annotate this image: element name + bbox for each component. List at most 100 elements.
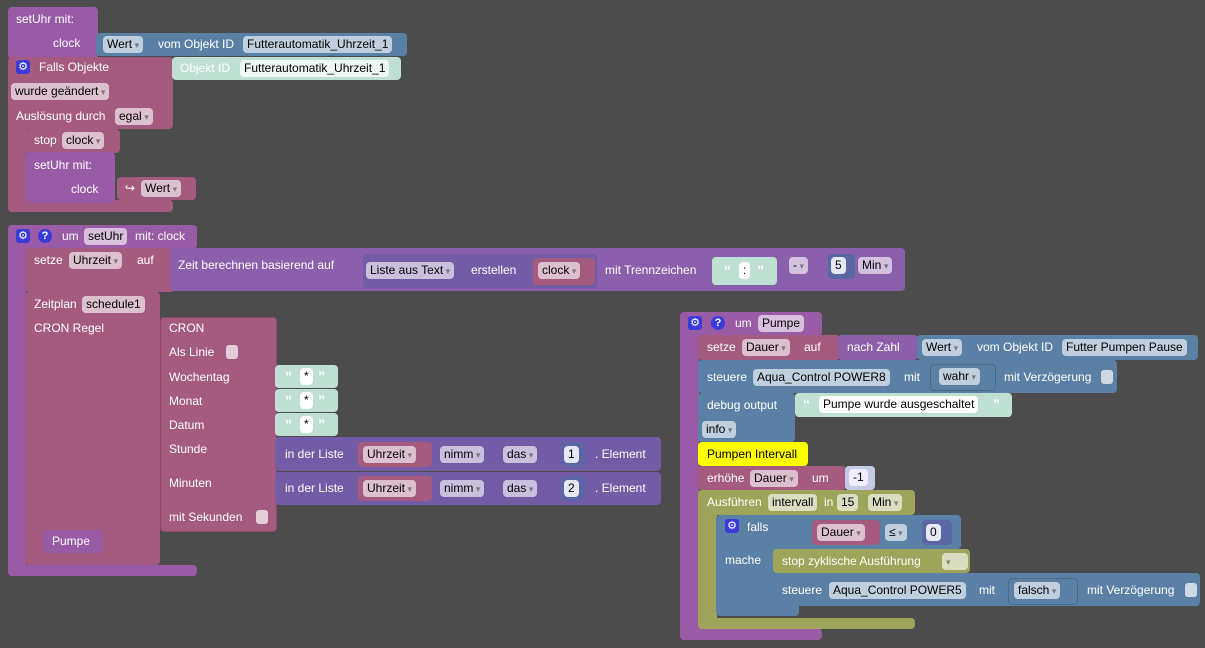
das-dropdown[interactable]: das [503,446,538,463]
trigger-source-dropdown[interactable]: egal [115,108,153,125]
um-label: um [735,316,752,330]
mit-sekunden-label: mit Sekunden [169,510,243,524]
param-label: clock [71,182,99,196]
mit-label: mit [904,370,920,384]
delay-label: mit Verzögerung [1004,370,1092,384]
index-field[interactable]: 1 [564,446,579,463]
function-arm [680,325,699,640]
message-field[interactable]: Pumpe wurde ausgeschaltet [819,396,979,413]
step-field[interactable]: -1 [849,469,868,486]
interval-dropdown[interactable] [942,553,968,570]
stop-cyclic-block[interactable] [773,549,970,573]
interval-value-field[interactable]: 15 [837,494,859,511]
datum-label: Datum [169,418,205,432]
stunde-label: Stunde [169,442,208,456]
variable-dropdown[interactable]: Dauer [742,339,790,356]
gear-icon[interactable]: ⚙ [16,60,30,74]
value-dropdown[interactable]: Wert [141,180,182,197]
monat-field[interactable]: * [300,392,313,409]
interval-arm [698,505,717,628]
das-dropdown[interactable]: das [503,480,538,497]
log-level-dropdown[interactable]: info [702,421,737,438]
object-id-field[interactable]: Futterautomatik_Uhrzeit_1 [240,60,390,77]
help-icon[interactable]: ? [38,229,52,243]
delay-checkbox[interactable] [1185,583,1197,597]
gear-icon[interactable]: ⚙ [16,229,30,243]
compare-value-field[interactable]: 0 [926,524,941,541]
boolean-dropdown[interactable]: falsch [1014,582,1061,599]
function-name-field[interactable]: Pumpe [758,315,805,332]
variable-dropdown[interactable]: Dauer [750,470,798,487]
auf-label: auf [804,340,821,354]
delay-checkbox[interactable] [1101,370,1113,384]
in-der-liste-label: in der Liste [285,481,344,495]
interval-name-field[interactable]: intervall [768,494,818,511]
setze-label: setze [707,340,736,354]
comment-block[interactable] [698,442,808,466]
nimm-dropdown[interactable]: nimm [440,480,485,497]
separator-field[interactable]: : [739,262,751,279]
help-icon[interactable]: ? [711,316,725,330]
interval-unit-dropdown[interactable]: Min [868,494,903,511]
object-id-field[interactable]: Futterautomatik_Uhrzeit_1 [243,36,393,53]
condition-dropdown[interactable]: wurde geändert [11,83,110,100]
value-dropdown[interactable]: Wert [922,339,963,356]
object-id-label: Objekt ID [180,61,231,75]
steuere-label: steuere [782,583,823,597]
param-label: clock [53,36,81,50]
variable-dropdown[interactable]: Uhrzeit [363,480,417,497]
schedule-name-field[interactable]: schedule1 [82,296,145,313]
separator-label: mit Trennzeichen [605,263,697,277]
schedule-block[interactable] [25,292,160,565]
quote-open-icon: “ [724,262,731,278]
device-field[interactable]: Aqua_Control POWER5 [829,582,966,599]
params-label: mit: clock [135,229,186,243]
auf-label: auf [137,253,154,267]
in-der-liste-label: in der Liste [285,447,344,461]
interval-bottom [698,618,915,629]
object-id-field[interactable]: Futter Pumpen Pause [1062,339,1187,356]
gear-icon[interactable]: ⚙ [688,316,702,330]
cron-block[interactable] [160,317,277,532]
list-mode-dropdown[interactable]: Liste aus Text [366,262,455,279]
variable-dropdown[interactable]: Uhrzeit [363,446,417,463]
index-field[interactable]: 2 [564,480,579,497]
variable-dropdown[interactable]: Uhrzeit [69,252,123,269]
nach-zahl-label: nach Zahl [847,340,900,354]
unit-dropdown[interactable]: Min [858,257,893,274]
setuhr-call-block[interactable] [8,7,98,59]
number-field[interactable]: 5 [831,257,846,274]
setze-label: setze [34,253,63,267]
operator-dropdown[interactable]: - [789,257,809,274]
wochentag-field[interactable]: * [300,368,313,385]
quote-close-icon: ” [318,392,325,408]
to-number-block[interactable] [838,335,918,360]
device-field[interactable]: Aqua_Control POWER8 [753,369,890,386]
element-label: . Element [595,481,646,495]
quote-open-icon: “ [285,416,292,432]
ausfuehren-label: Ausführen [707,495,762,509]
datum-field[interactable]: * [300,416,313,433]
function-name-field[interactable]: setUhr [84,228,128,245]
vom-objekt-label: vom Objekt ID [977,340,1054,354]
value-dropdown[interactable]: Wert [103,36,144,53]
um-label: um [812,471,829,485]
block-label: setUhr mit: [16,12,75,26]
compare-operator-dropdown[interactable]: ≤ [885,524,907,541]
variable-dropdown[interactable]: clock [538,262,581,279]
mit-sekunden-checkbox[interactable] [256,510,268,524]
timer-dropdown[interactable]: clock [62,132,105,149]
call-pumpe-block[interactable] [43,530,103,553]
arrow-icon: ↪ [125,181,136,195]
monat-label: Monat [169,394,203,408]
trigger-source-label: Auslösung durch [16,109,106,123]
setuhr-call-block[interactable] [25,152,115,203]
als-linie-label: Als Linie [169,345,215,359]
nimm-dropdown[interactable]: nimm [440,446,485,463]
boolean-dropdown[interactable]: wahr [939,368,981,385]
delay-label: mit Verzögerung [1087,583,1175,597]
trigger-label: Falls Objekte [39,60,110,74]
gear-icon[interactable]: ⚙ [725,519,739,533]
als-linie-checkbox[interactable] [226,345,238,359]
variable-dropdown[interactable]: Dauer [817,524,865,541]
